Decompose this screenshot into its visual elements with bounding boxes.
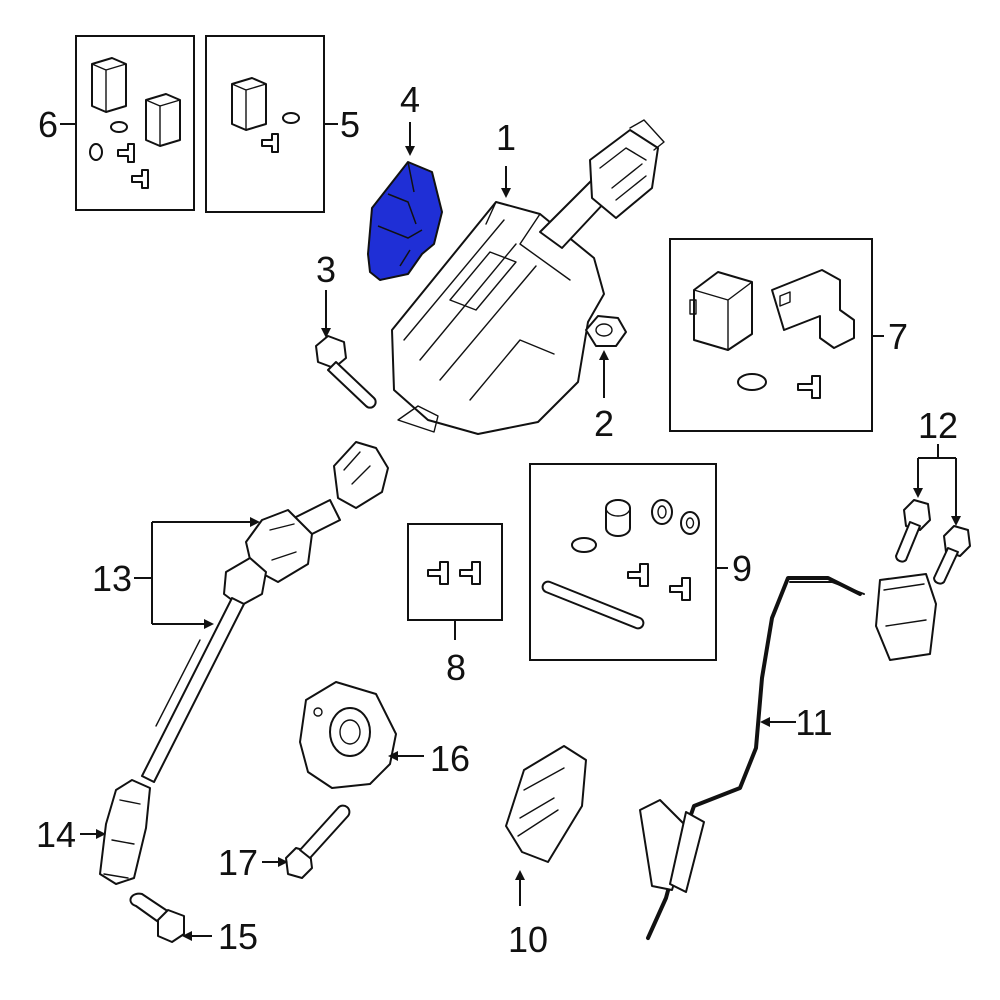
kit-box-7 bbox=[669, 238, 873, 432]
bolt-part-3 bbox=[315, 335, 377, 409]
switch-part-10 bbox=[505, 745, 587, 863]
callout-7: 7 bbox=[888, 316, 908, 357]
callout-16: 16 bbox=[430, 738, 470, 779]
steering-column bbox=[391, 119, 665, 435]
callout-10: 10 bbox=[508, 919, 548, 960]
callout-12: 12 bbox=[918, 405, 958, 446]
callout-14: 14 bbox=[36, 814, 76, 855]
kit-box-9 bbox=[529, 463, 717, 661]
callout-11: 11 bbox=[795, 702, 832, 743]
callout-8: 8 bbox=[446, 647, 466, 688]
callout-2: 2 bbox=[594, 403, 614, 444]
highlighted-part-4 bbox=[367, 161, 443, 281]
bolts-part-12 bbox=[895, 499, 971, 585]
callout-5: 5 bbox=[340, 104, 360, 145]
kit-box-8 bbox=[407, 523, 503, 621]
callout-4: 4 bbox=[400, 79, 420, 120]
callout-13: 13 bbox=[92, 558, 132, 599]
shield-part-16 bbox=[299, 681, 397, 789]
bolt-part-17 bbox=[285, 804, 351, 879]
leader-lines bbox=[60, 122, 961, 941]
intermediate-shaft-part-13 bbox=[141, 441, 389, 783]
callout-6: 6 bbox=[38, 104, 58, 145]
callout-17: 17 bbox=[218, 842, 258, 883]
callout-9: 9 bbox=[732, 548, 752, 589]
kit-box-6 bbox=[75, 35, 195, 211]
callout-3: 3 bbox=[316, 249, 336, 290]
harness-part-11 bbox=[639, 573, 937, 940]
bolt-part-15 bbox=[129, 892, 185, 943]
u-joint-part-14 bbox=[99, 779, 151, 885]
kit-box-5 bbox=[205, 35, 325, 213]
callout-15: 15 bbox=[218, 916, 258, 957]
nut-part-2 bbox=[585, 315, 627, 347]
callout-1: 1 bbox=[496, 117, 516, 158]
